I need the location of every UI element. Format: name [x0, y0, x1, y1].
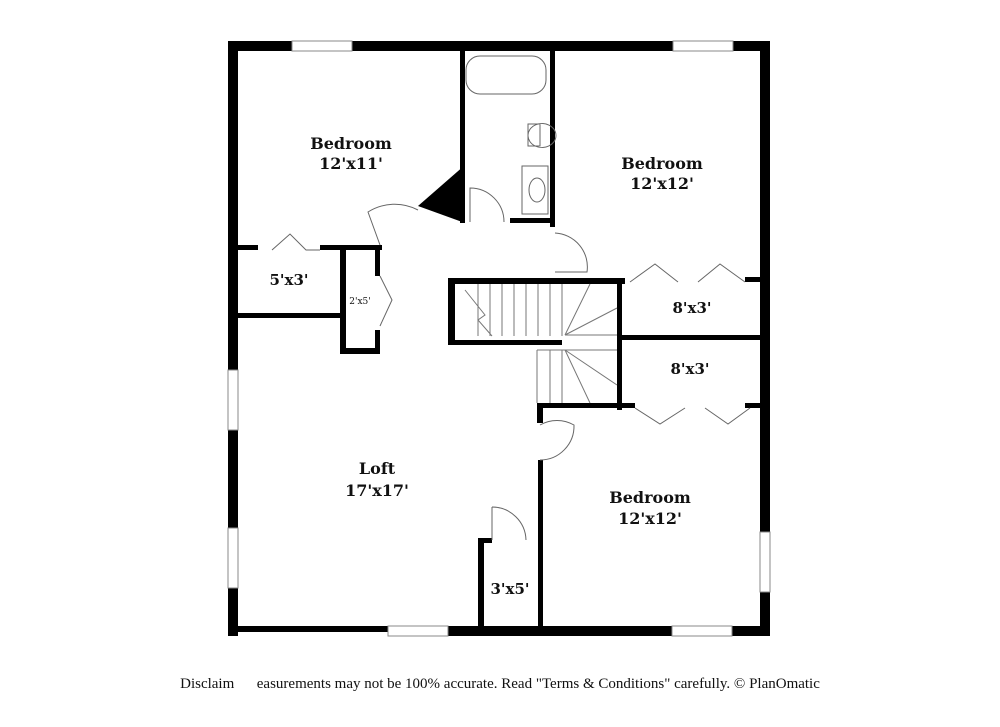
room-bedroom-2: Bedroom 12'x12'	[621, 154, 703, 193]
room-loft: Loft 17'x17'	[345, 459, 409, 500]
disclaimer: Disclaim easurements may not be 100% acc…	[180, 676, 820, 692]
room-closet-2x5: 2'x5'	[349, 297, 370, 307]
room-closet-8x3-upper: 8'x3'	[672, 299, 711, 317]
bathroom-fixtures	[465, 55, 557, 215]
svg-text:12'x12': 12'x12'	[630, 174, 694, 193]
svg-text:12'x12': 12'x12'	[618, 509, 682, 528]
svg-text:Bedroom: Bedroom	[621, 154, 703, 173]
room-closet-8x3-lower: 8'x3'	[670, 360, 709, 378]
walls	[228, 41, 770, 636]
svg-text:17'x17': 17'x17'	[345, 481, 409, 500]
svg-text:Bedroom: Bedroom	[609, 488, 691, 507]
room-closet-3x5: 3'x5'	[490, 580, 529, 598]
room-closet-5x3: 5'x3'	[269, 271, 308, 289]
room-bedroom-3: Bedroom 12'x12'	[609, 488, 691, 528]
room-bedroom-1: Bedroom 12'x11'	[310, 134, 392, 173]
svg-text:Loft: Loft	[359, 459, 396, 478]
svg-text:Bedroom: Bedroom	[310, 134, 392, 153]
windows	[227, 40, 771, 637]
doors	[271, 187, 751, 541]
staircase	[464, 283, 618, 404]
svg-text:12'x11': 12'x11'	[319, 154, 383, 173]
